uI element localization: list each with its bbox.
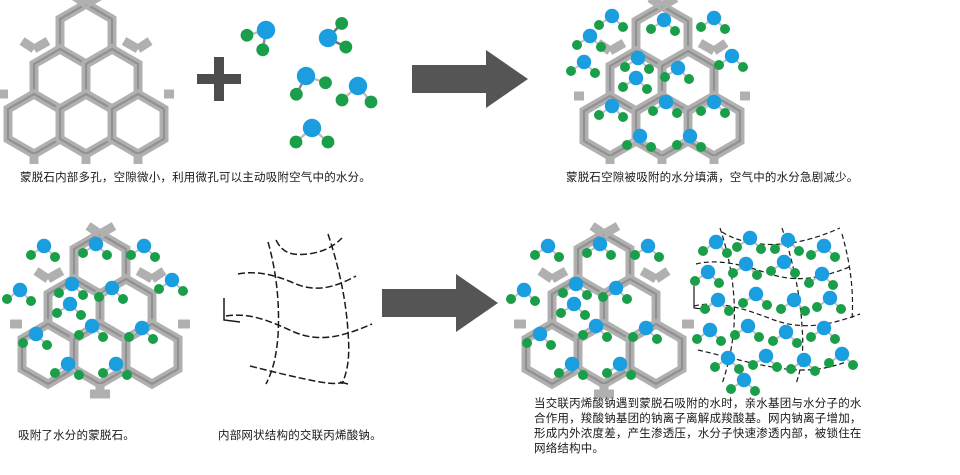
arrow-right-icon bbox=[382, 274, 498, 332]
caption-panel-a: 蒙脱石内部多孔，空隙微小，利用微孔可以主动吸附空气中的水分。 bbox=[20, 170, 371, 184]
free-water-molecules bbox=[230, 4, 390, 156]
montmorillonite-porous-lattice bbox=[0, 0, 188, 164]
honeycomb-plus-mesh-with-water-icon bbox=[505, 222, 861, 399]
process-arrow-right bbox=[382, 272, 500, 334]
caption-panel-c: 蒙脱石空隙被吸附的水分填满，空气中的水分急剧减少。 bbox=[566, 170, 859, 184]
crosslinked-mesh-icon bbox=[223, 233, 373, 385]
caption-panel-f: 当交联丙烯酸钠遇到蒙脱石吸附的水时，亲水基团与水分子的水 合作用，羧酸钠基团的钠… bbox=[534, 396, 862, 455]
honeycomb-lattice-with-water-icon bbox=[565, 0, 750, 164]
plus-icon bbox=[197, 57, 241, 101]
caption-panel-d: 吸附了水分的蒙脱石。 bbox=[18, 428, 135, 442]
hydrated-montmorillonite bbox=[0, 222, 196, 399]
honeycomb-lattice-with-water-icon bbox=[1, 222, 190, 399]
caption-panel-e: 内部网状结构的交联丙烯酸钠。 bbox=[218, 428, 382, 442]
arrow-right-icon bbox=[412, 50, 528, 108]
crosslinked-sodium-polyacrylate-network bbox=[216, 232, 380, 392]
process-arrow-right bbox=[412, 48, 530, 110]
plus-operator bbox=[196, 56, 242, 102]
montmorillonite-water-saturated bbox=[565, 0, 756, 164]
water-molecule-cluster-icon bbox=[240, 17, 378, 149]
water-locked-composite bbox=[505, 222, 876, 399]
honeycomb-lattice-icon bbox=[0, 0, 174, 164]
